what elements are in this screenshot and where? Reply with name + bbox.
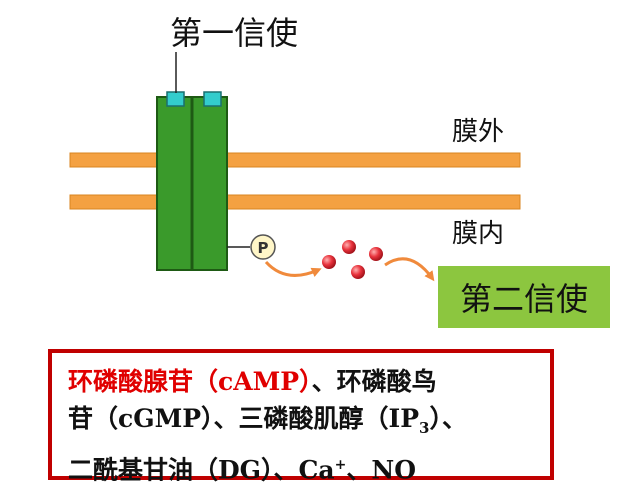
arrow-to-second-messenger <box>384 257 435 282</box>
camp-highlight: 环磷酸腺苷（cAMP） <box>68 367 312 396</box>
inside-membrane-label: 膜内 <box>452 219 505 249</box>
outside-membrane-label: 膜外 <box>452 117 505 147</box>
inner-membrane-layer <box>69 194 521 210</box>
second-messenger-particle <box>351 265 365 279</box>
phosphate-circle <box>250 234 276 260</box>
second-messenger-particle <box>369 247 383 261</box>
phosphate-label: P <box>257 239 269 257</box>
examples-line-1: 环磷酸腺苷（cAMP）、环磷酸鸟 <box>68 367 437 396</box>
receptor-subunit-right <box>191 96 228 271</box>
first-messenger-label: 第一信使 <box>170 14 299 52</box>
receptor-subunit-left <box>156 96 193 271</box>
examples-line-3: 二酰基甘油（DG）、Ca+、NO <box>68 455 417 485</box>
second-messenger-particle <box>342 240 356 254</box>
examples-line-2: 苷（cGMP）、三磷酸肌醇（IP3）、 <box>68 404 467 437</box>
membrane-receptor <box>156 91 228 271</box>
second-messenger-examples: 环磷酸腺苷（cAMP）、环磷酸鸟 苷（cGMP）、三磷酸肌醇（IP3）、 二酰基… <box>48 349 554 484</box>
binding-site-left <box>166 91 185 107</box>
outer-membrane-layer <box>69 152 521 168</box>
second-messenger-particle <box>322 255 336 269</box>
binding-site-right <box>203 91 222 107</box>
arrow-to-particles <box>264 260 322 277</box>
second-messenger-box: 第二信使 <box>438 266 610 328</box>
